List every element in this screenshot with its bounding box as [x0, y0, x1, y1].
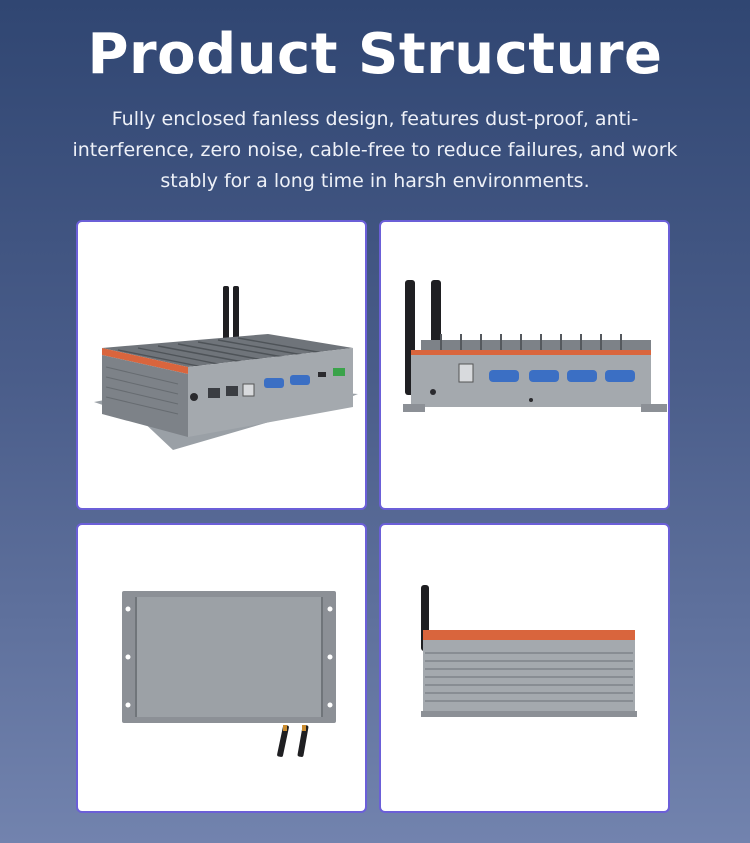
- page-title: Product Structure: [87, 22, 663, 87]
- product-view-front: [379, 220, 670, 510]
- device-bottom-image: [122, 591, 336, 757]
- device-side-image: [421, 585, 637, 717]
- product-view-bottom: [76, 523, 367, 813]
- device-isometric-image: [94, 286, 358, 450]
- page-subtitle: Fully enclosed fanless design, features …: [72, 108, 678, 192]
- device-front-image: [403, 280, 667, 412]
- product-view-isometric: [76, 220, 367, 510]
- product-view-side: [379, 523, 670, 813]
